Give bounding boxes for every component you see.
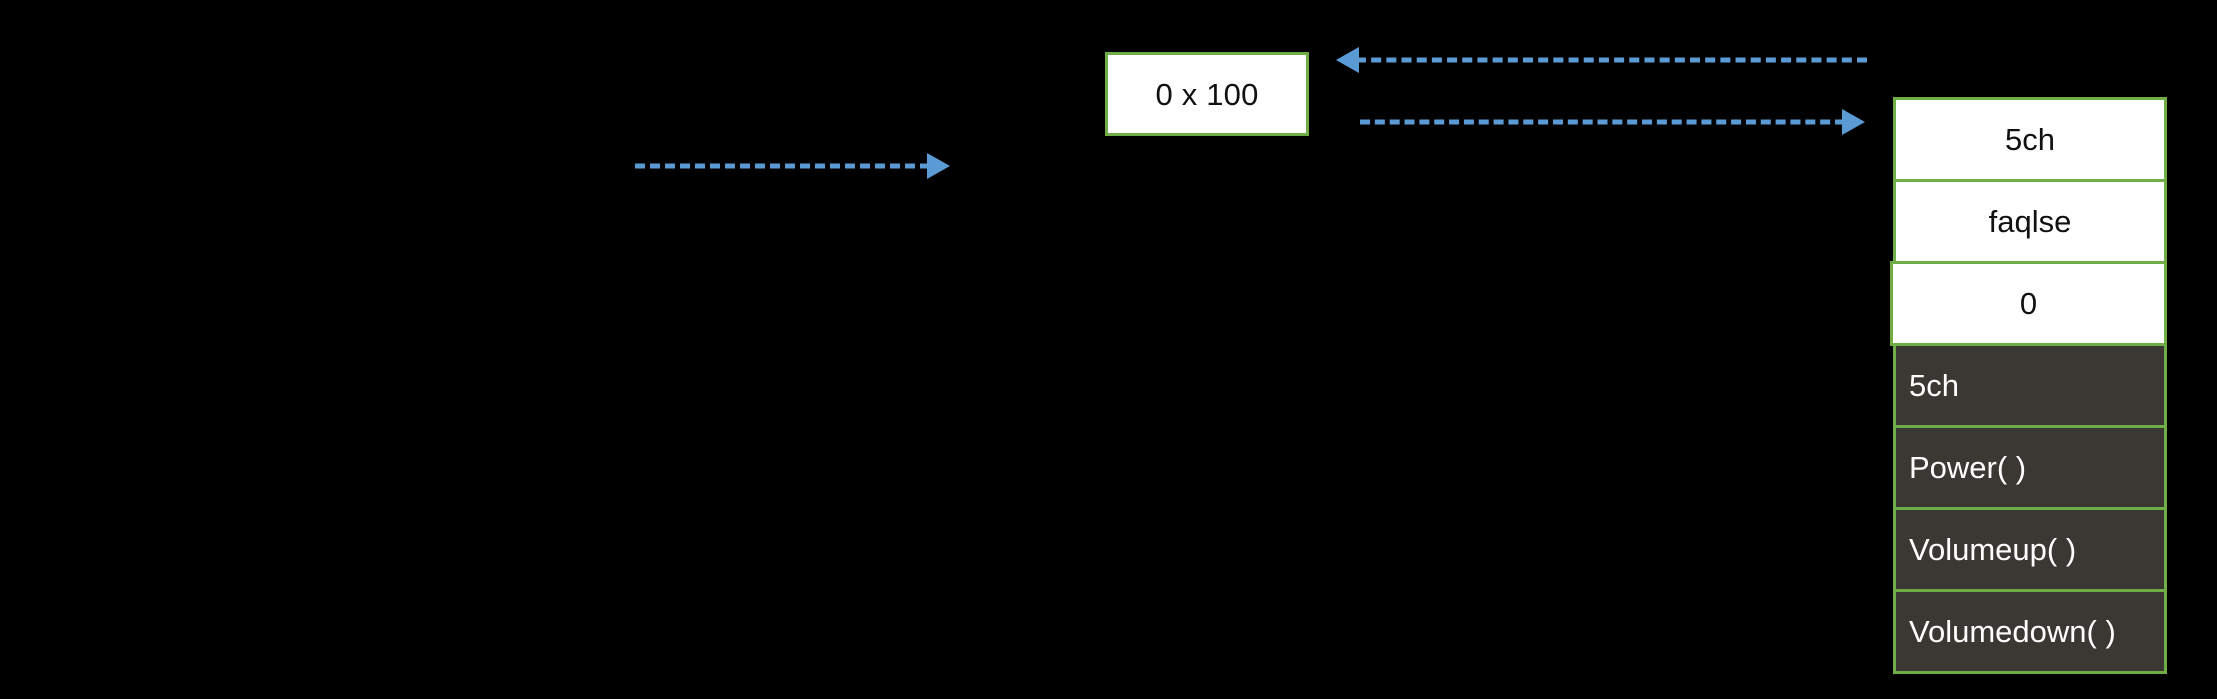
arrow-head-right-icon bbox=[1842, 109, 1865, 135]
arrow-head-right-icon bbox=[927, 153, 950, 179]
stack-cell-channel-value[interactable]: 5ch bbox=[1893, 97, 2167, 182]
arrow-left-flow bbox=[635, 153, 950, 179]
arrow-forward-flow bbox=[1360, 109, 1865, 135]
arrow-forward-flow-shaft bbox=[1360, 119, 1845, 125]
resolution-node-label: 0 x 100 bbox=[1155, 76, 1259, 112]
stack-cell-label: Power( ) bbox=[1909, 450, 2027, 485]
arrow-back-flow bbox=[1336, 47, 1867, 73]
attribute-method-stack: 5ch faqlse 0 5ch Power( ) Volumeup( ) Vo… bbox=[1890, 97, 2167, 674]
stack-cell-volumeup-method[interactable]: Volumeup( ) bbox=[1893, 507, 2167, 592]
stack-cell-label: Volumedown( ) bbox=[1909, 614, 2116, 649]
arrow-back-flow-shaft bbox=[1356, 57, 1867, 63]
stack-cell-channel-method[interactable]: 5ch bbox=[1893, 343, 2167, 428]
stack-cell-label: 5ch bbox=[2005, 122, 2055, 157]
resolution-node[interactable]: 0 x 100 bbox=[1105, 52, 1309, 136]
stack-cell-label: Volumeup( ) bbox=[1909, 532, 2077, 567]
stack-cell-flag-value[interactable]: faqlse bbox=[1893, 179, 2167, 264]
stack-cell-label: 5ch bbox=[1909, 368, 1959, 403]
stack-cell-zero-value[interactable]: 0 bbox=[1890, 261, 2167, 346]
stack-cell-label: 0 bbox=[2019, 286, 2038, 321]
stack-cell-volumedown-method[interactable]: Volumedown( ) bbox=[1893, 589, 2167, 674]
stack-cell-power-method[interactable]: Power( ) bbox=[1893, 425, 2167, 510]
stack-cell-label: faqlse bbox=[1988, 204, 2072, 239]
arrow-head-left-icon bbox=[1336, 47, 1359, 73]
arrow-left-flow-shaft bbox=[635, 163, 930, 169]
